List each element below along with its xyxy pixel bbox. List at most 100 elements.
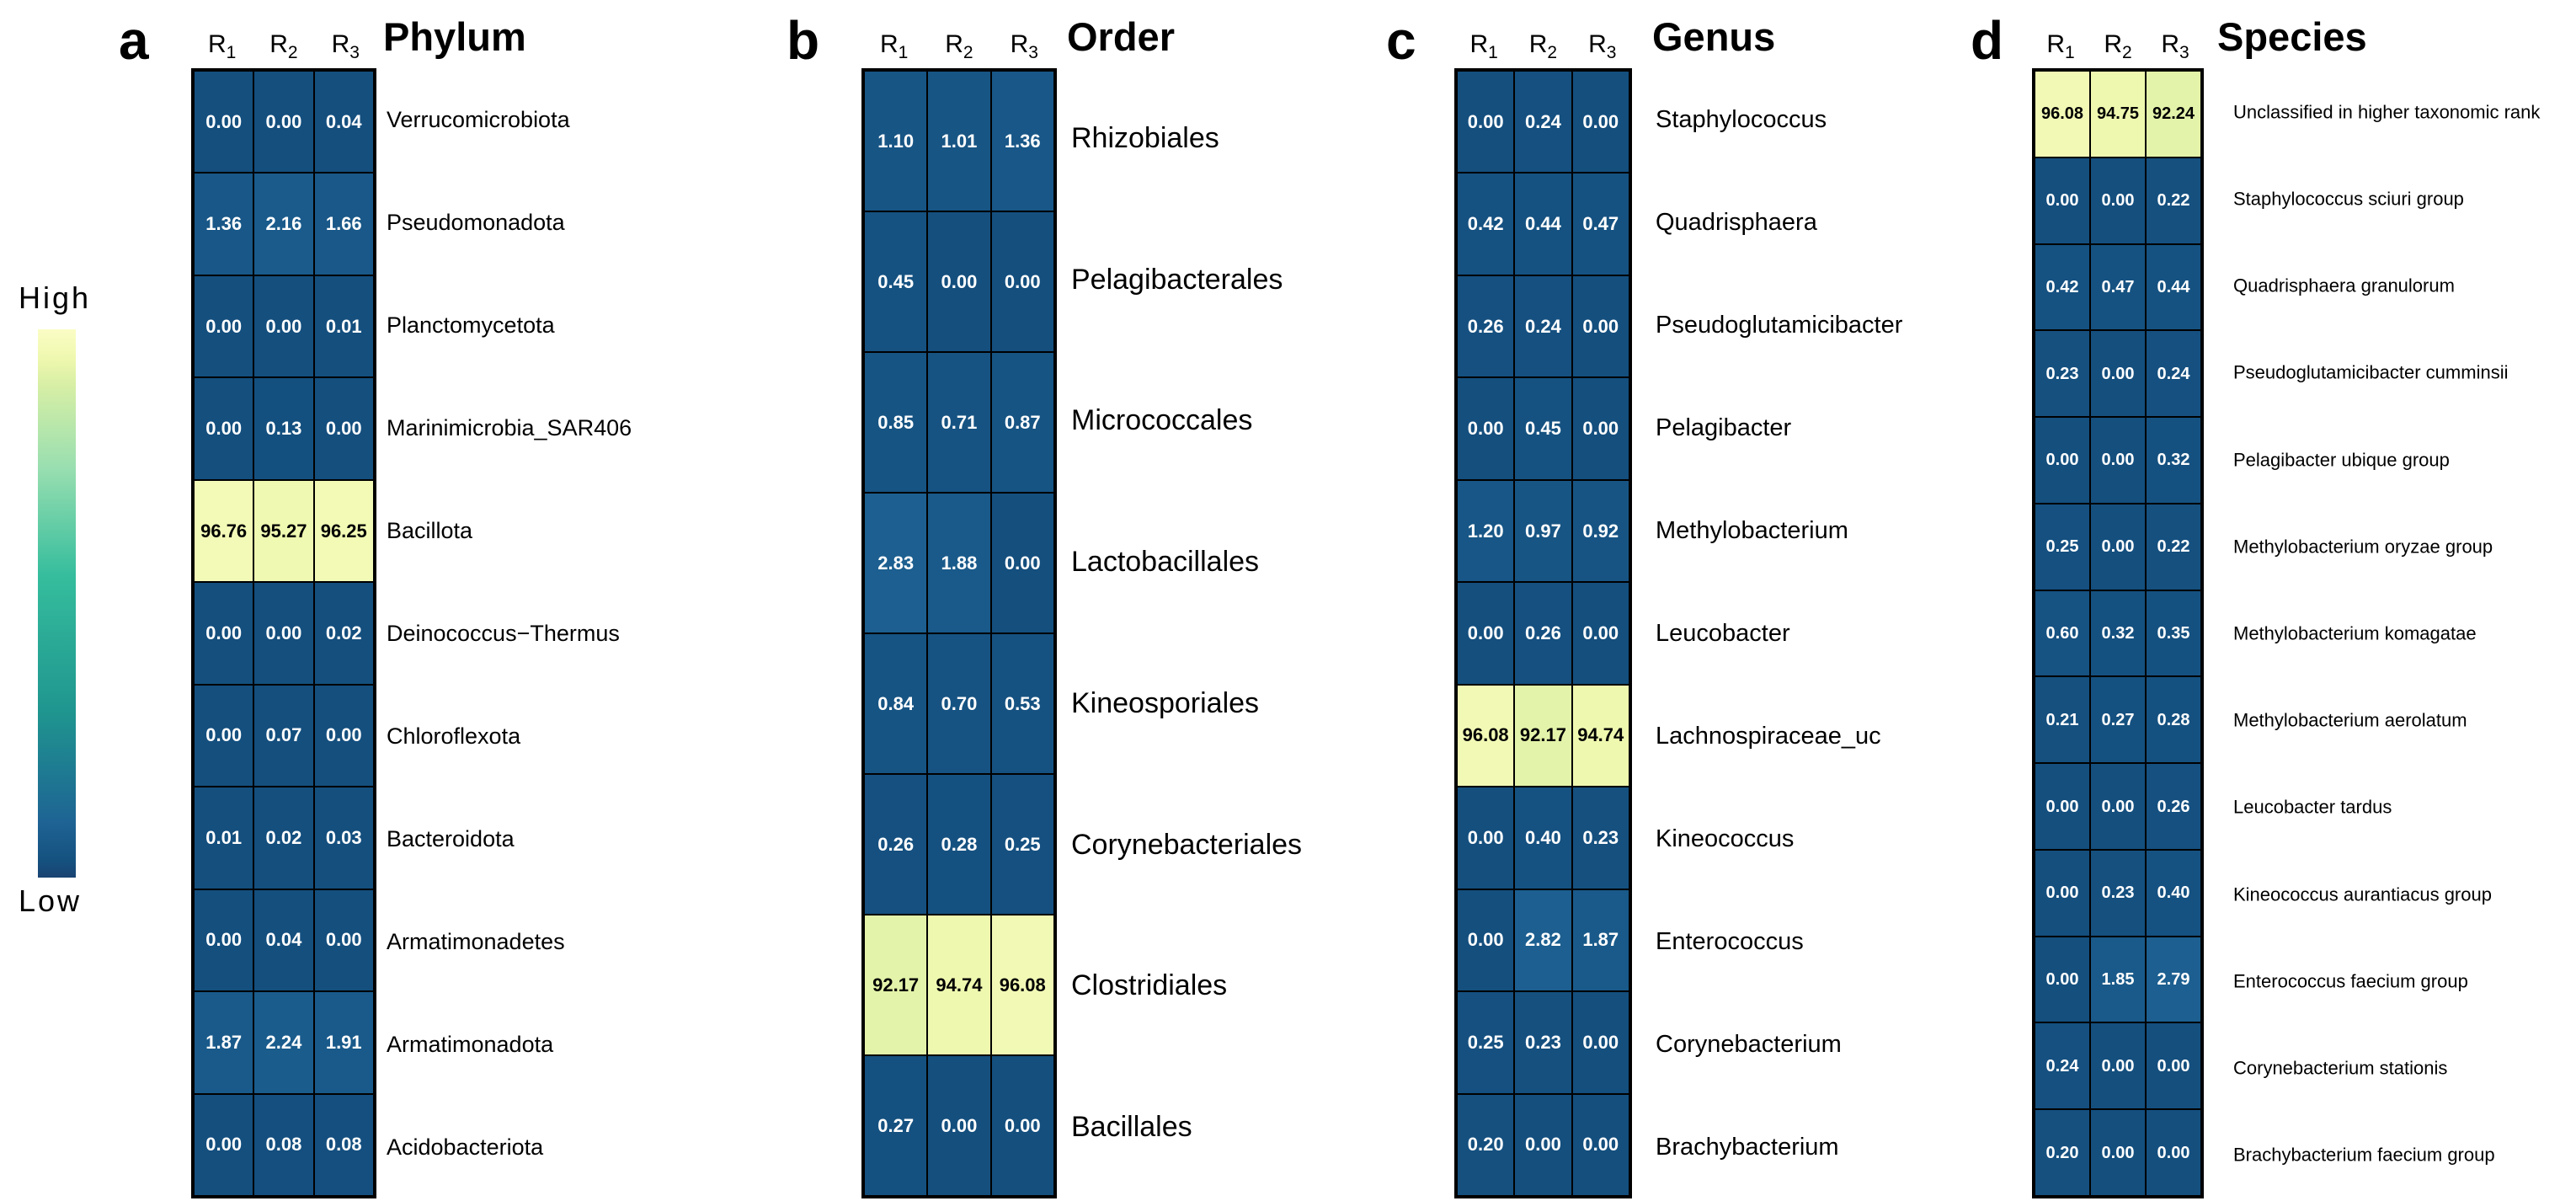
heatmap-cell: 0.92 [1571,479,1629,583]
row-label: Armatimonadota [387,1031,554,1057]
col-header-base: R [1528,30,1548,58]
row-label: Enterococcus [1656,927,1804,955]
heatmap-cell: 0.00 [1457,377,1515,480]
heatmap-cell: 2.83 [864,493,928,633]
heatmap-cell: 0.22 [2146,503,2201,590]
heatmap-cell: 0.00 [1457,889,1515,992]
row-label: Micrococcales [1071,404,1253,437]
heatmap-cell: 0.47 [2090,243,2146,331]
panel-d-col-header-R3: R3 [2161,30,2189,62]
col-header-base: R [1588,30,1607,58]
row-label: Corynebacteriales [1071,828,1303,861]
heatmap-cell: 0.08 [313,1093,374,1196]
heatmap-cell: 0.40 [2146,849,2201,937]
heatmap-cell: 1.66 [313,173,374,275]
col-header-subscript: 2 [1547,43,1558,62]
heatmap-cell: 0.00 [253,582,314,685]
legend-low-label: Low [19,883,83,918]
heatmap-cell: 0.35 [2146,590,2201,677]
col-header-base: R [879,30,899,58]
row-label: Leucobacter tardus [2233,796,2392,818]
heatmap-cell: 0.01 [194,787,254,889]
row-label: Kineococcus aurantiacus group [2233,883,2492,905]
heatmap-cell: 1.87 [1571,889,1629,992]
panel-d-col-header-R1: R1 [2046,32,2075,62]
heatmap-cell: 0.00 [2090,157,2146,244]
row-label: Deinococcus−Thermus [387,620,620,646]
heatmap-cell: 0.00 [253,71,314,173]
row-label: Staphylococcus [1656,105,1827,133]
heatmap-cell: 0.26 [2146,763,2201,850]
heatmap-cell: 0.45 [864,211,928,352]
row-label: Methylobacterium komagatae [2233,622,2477,644]
heatmap-cell: 0.00 [2035,157,2090,244]
heatmap-cell: 0.02 [313,582,374,685]
panel-c-col-header-R2: R2 [1528,30,1558,62]
row-label: Corynebacterium stationis [2233,1057,2448,1079]
heatmap-cell: 1.91 [313,991,374,1094]
col-header-subscript: 1 [1488,43,1498,62]
col-header-base: R [945,30,963,58]
col-header-base: R [269,30,288,58]
heatmap-cell: 0.22 [2146,157,2201,244]
row-label: Kineosporiales [1071,687,1260,720]
heatmap-cell: 0.32 [2090,590,2146,677]
row-label: Chloroflexota [387,723,521,749]
heatmap-cell: 0.00 [1571,71,1629,173]
row-label: Brachybacterium faecium group [2233,1144,2495,1166]
heatmap-cell: 0.87 [990,352,1054,493]
row-label: Lactobacillales [1071,546,1260,579]
heatmap-cell: 0.23 [2090,849,2146,937]
heatmap-cell: 96.76 [194,479,254,583]
col-header-subscript: 2 [963,43,973,62]
heatmap-cell: 94.74 [1571,684,1629,787]
col-header-base: R [2161,30,2179,58]
row-label: Marinimicrobia_SAR406 [387,414,632,440]
row-label: Brachybacterium [1656,1133,1839,1161]
panel-b-letter: b [787,10,820,71]
panel-c-col-header-R1: R1 [1469,32,1498,62]
row-label: Lachnospiraceae_uc [1656,722,1881,750]
heatmap-cell: 0.00 [1457,787,1515,889]
row-label: Unclassified in higher taxonomic rank [2233,101,2541,123]
col-header-subscript: 1 [2064,43,2075,62]
heatmap-cell: 0.00 [927,211,991,352]
row-label: Acidobacteriota [387,1134,544,1160]
heatmap-cell: 94.74 [927,915,991,1055]
heatmap-cell: 94.75 [2090,71,2146,157]
heatmap-cell: 0.00 [2035,763,2090,850]
heatmap-cell: 0.00 [1571,1093,1629,1196]
heatmap-cell: 1.20 [1457,479,1515,583]
heatmap-cell: 0.44 [2146,243,2201,331]
row-label: Quadrisphaera granulorum [2233,275,2455,296]
heatmap-cell: 96.25 [313,479,374,583]
heatmap-cell: 0.00 [1514,1093,1572,1196]
heatmap-cell: 0.13 [253,377,314,480]
heatmap-cell: 0.44 [1514,173,1572,275]
heatmap-cell: 0.00 [313,377,374,480]
panel-b-col-header-R2: R2 [945,30,973,62]
col-header-subscript: 2 [287,43,298,62]
row-label: Leucobacter [1656,619,1790,647]
heatmap-cell: 0.04 [313,71,374,173]
heatmap-cell: 0.00 [194,684,254,787]
heatmap-cell: 0.71 [927,352,991,493]
legend-high-label: High [19,280,92,315]
heatmap-cell: 0.20 [1457,1093,1515,1196]
heatmap-cell: 0.00 [990,493,1054,633]
row-label: Pelagibacterales [1071,263,1283,296]
col-header-subscript: 3 [349,43,360,62]
heatmap-cell: 0.70 [927,633,991,774]
heatmap-cell: 0.45 [1514,377,1572,480]
heatmap-cell: 0.00 [1571,377,1629,480]
row-label: Planctomycetota [387,312,555,338]
heatmap-cell: 0.42 [2035,243,2090,331]
heatmap-cell: 0.00 [2146,1109,2201,1196]
row-label: Pseudoglutamicibacter cumminsii [2233,361,2509,383]
row-label: Enterococcus faecium group [2233,970,2468,992]
row-label: Pelagibacter [1656,414,1792,441]
heatmap-cell: 92.24 [2146,71,2201,157]
heatmap-cell: 95.27 [253,479,314,583]
heatmap-cell: 0.00 [2146,1022,2201,1110]
heatmap-cell: 92.17 [864,915,928,1055]
